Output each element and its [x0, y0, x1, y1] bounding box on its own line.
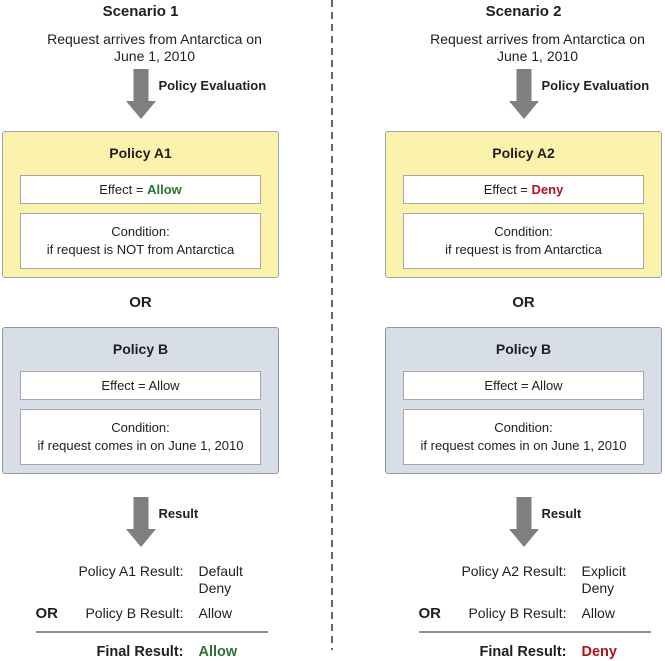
down-arrow-icon: [508, 69, 539, 119]
result-value: Default Deny: [198, 563, 243, 596]
scenario-title: Scenario 2: [485, 3, 562, 20]
request-description: Request arrives from Antarctica on June …: [430, 31, 645, 64]
results-divider-line: [35, 631, 268, 633]
condition-heading: Condition:: [494, 420, 553, 435]
effect-text: Effect = Allow: [484, 378, 563, 393]
result-arrow-block: Result: [385, 497, 662, 547]
effect-value: Allow: [147, 182, 182, 197]
result-value: Allow: [581, 605, 615, 621]
policy-box-title: Policy B: [112, 341, 169, 357]
result-label: Policy B Result:: [468, 605, 567, 621]
policy-evaluation-arrow-block: Policy Evaluation: [385, 69, 662, 119]
results-divider-line: [418, 631, 651, 633]
or-separator: OR: [512, 294, 535, 311]
result-row-policy-a: Policy A1 Result: Default Deny: [36, 563, 268, 597]
final-result-value: Deny: [581, 644, 617, 660]
effect-text: Effect = Allow: [101, 378, 180, 393]
effect-box: Effect = Allow: [20, 371, 261, 400]
arrow-label: Result: [158, 506, 199, 521]
condition-text: if request comes in on June 1, 2010: [37, 438, 244, 453]
condition-box: Condition: if request comes in on June 1…: [20, 409, 261, 465]
condition-box: Condition: if request is NOT from Antarc…: [20, 213, 261, 269]
condition-heading: Condition:: [111, 420, 170, 435]
scenario-2-column: Scenario 2 Request arrives from Antarcti…: [333, 0, 665, 661]
final-result-label: Final Result:: [479, 644, 567, 660]
or-label: OR: [418, 605, 442, 622]
request-description: Request arrives from Antarctica on June …: [47, 31, 262, 64]
effect-prefix: Effect =: [99, 182, 148, 197]
scenario-title: Scenario 1: [102, 3, 179, 20]
arrow-label: Result: [541, 506, 582, 521]
condition-text: if request is NOT from Antarctica: [46, 242, 235, 257]
policy-a1-box: Policy A1 Effect = Allow Condition: if r…: [2, 131, 279, 278]
final-result-row: Final Result: Allow: [36, 644, 268, 661]
down-arrow-icon: [125, 69, 156, 119]
result-label: Policy A2 Result:: [461, 563, 567, 579]
arrow-label: Policy Evaluation: [541, 78, 650, 93]
policy-box-title: Policy B: [495, 341, 552, 357]
or-label: OR: [35, 605, 59, 622]
effect-box: Effect = Allow: [20, 175, 261, 204]
result-row-policy-a: Policy A2 Result: Explicit Deny: [419, 563, 651, 597]
effect-box: Effect = Allow: [403, 371, 644, 400]
condition-heading: Condition:: [111, 224, 170, 239]
condition-text: if request comes in on June 1, 2010: [420, 438, 627, 453]
condition-box: Condition: if request comes in on June 1…: [403, 409, 644, 465]
result-label: Policy A1 Result:: [78, 563, 184, 579]
result-row-policy-b: OR Policy B Result: Allow: [419, 605, 651, 622]
results-summary: Policy A1 Result: Default Deny OR Policy…: [35, 563, 268, 661]
effect-prefix: Effect =: [483, 182, 532, 197]
results-summary: Policy A2 Result: Explicit Deny OR Polic…: [418, 563, 651, 661]
condition-text: if request is from Antarctica: [445, 242, 602, 257]
result-row-policy-b: OR Policy B Result: Allow: [36, 605, 268, 622]
effect-value: Deny: [531, 182, 564, 197]
scenario-1-column: Scenario 1 Request arrives from Antarcti…: [0, 0, 332, 661]
condition-box: Condition: if request is from Antarctica: [403, 213, 644, 269]
result-value: Allow: [198, 605, 232, 621]
result-arrow-block: Result: [2, 497, 279, 547]
arrow-label: Policy Evaluation: [158, 78, 267, 93]
condition-heading: Condition:: [494, 224, 553, 239]
policy-evaluation-arrow-block: Policy Evaluation: [2, 69, 279, 119]
or-separator: OR: [129, 294, 152, 311]
down-arrow-icon: [125, 497, 156, 547]
final-result-row: Final Result: Deny: [419, 644, 651, 661]
final-result-value: Allow: [198, 644, 238, 660]
policy-box-title: Policy A2: [492, 145, 555, 161]
effect-box: Effect = Deny: [403, 175, 644, 204]
policy-box-title: Policy A1: [109, 145, 172, 161]
final-result-label: Final Result:: [96, 644, 184, 660]
column-divider-dashed-line: [331, 0, 333, 650]
result-label: Policy B Result:: [85, 605, 184, 621]
policy-a2-box: Policy A2 Effect = Deny Condition: if re…: [385, 131, 662, 278]
result-value: Explicit Deny: [581, 563, 626, 596]
down-arrow-icon: [508, 497, 539, 547]
policy-b-box: Policy B Effect = Allow Condition: if re…: [385, 327, 662, 474]
policy-b-box: Policy B Effect = Allow Condition: if re…: [2, 327, 279, 474]
